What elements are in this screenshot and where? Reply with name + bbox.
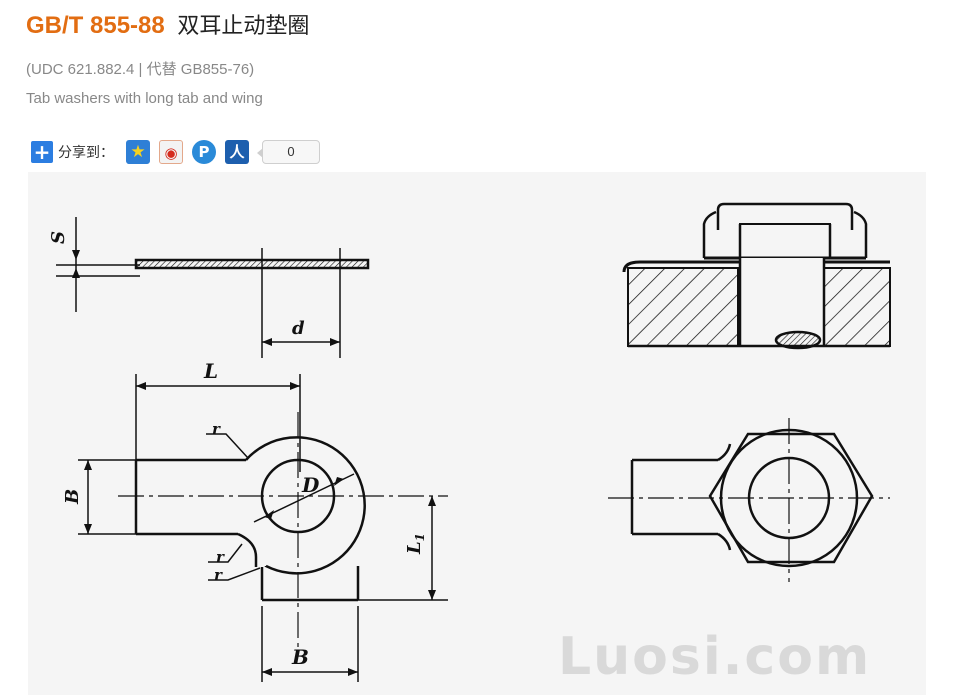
- side-view: [56, 217, 370, 358]
- plus-icon[interactable]: +: [31, 141, 53, 163]
- technical-drawing: S d: [28, 172, 926, 695]
- renren-icon[interactable]: 人: [225, 140, 249, 164]
- page-title: GB/T 855-88 双耳止动垫圈: [26, 10, 309, 43]
- dim-l1-label: L1: [404, 533, 427, 555]
- dim-d-diameter-label: D: [301, 473, 320, 497]
- dim-s-label: S: [48, 231, 69, 244]
- english-title: Tab washers with long tab and wing: [26, 90, 263, 107]
- tencent-weibo-icon[interactable]: P: [192, 140, 216, 164]
- washer-drawing-svg: S d: [48, 202, 891, 682]
- radius-label-low: r: [214, 566, 223, 584]
- dim-l-label: L: [203, 359, 218, 383]
- qzone-icon[interactable]: ★: [126, 140, 150, 164]
- title-chinese: 双耳止动垫圈: [177, 14, 310, 39]
- standard-code: GB/T 855-88: [26, 12, 165, 39]
- radius-label-mid: r: [216, 548, 225, 566]
- share-label: 分享到：: [58, 145, 114, 161]
- plan-view: [78, 374, 448, 682]
- share-bar: + 分享到： ★ ◉ P 人 0: [31, 139, 320, 165]
- subtitle: (UDC 621.882.4 | 代替 GB855-76): [26, 61, 255, 78]
- dim-b-side-label: B: [62, 489, 83, 505]
- share-count[interactable]: 0: [257, 140, 320, 164]
- radius-label-top: r: [212, 420, 221, 438]
- assembly-section-view: [622, 202, 891, 350]
- weibo-icon[interactable]: ◉: [159, 140, 183, 164]
- watermark: Luosi.com: [558, 627, 872, 687]
- assembly-plan-view: [608, 418, 890, 582]
- dim-b-bottom-label: B: [291, 645, 309, 669]
- dim-d-label: d: [292, 318, 305, 339]
